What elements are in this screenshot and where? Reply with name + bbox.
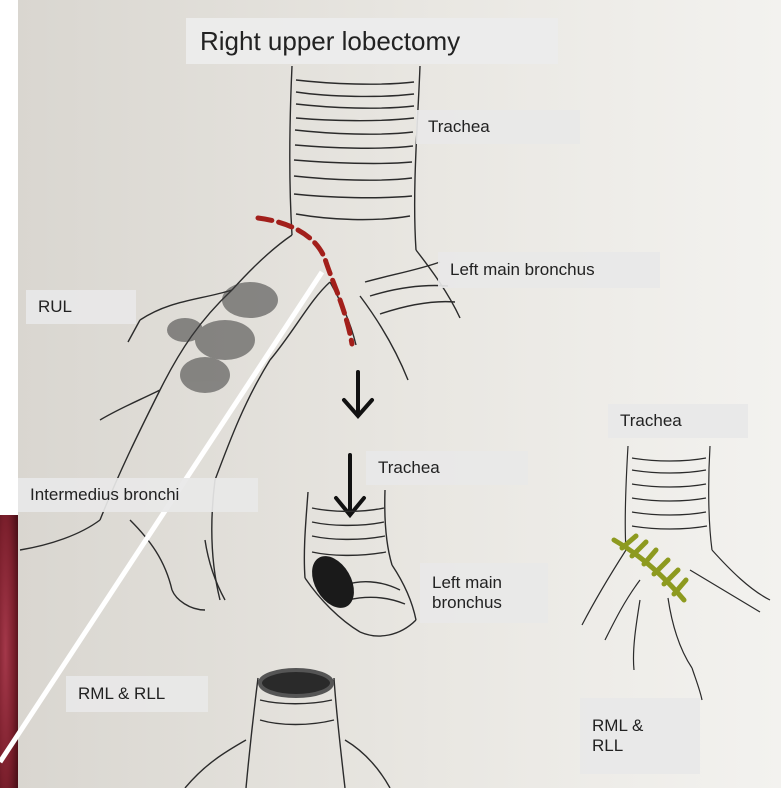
label-trachea-top: Trachea [416,110,580,144]
label-left-main-bronchus-top: Left main bronchus [438,252,660,288]
label-left-main-bronchus-mid: Left main bronchus [420,563,548,623]
label-rml-rll-left: RML & RLL [66,676,208,712]
left-margin [0,0,18,520]
label-rul: RUL [26,290,136,324]
label-rml-rll-right: RML & RLL [580,698,700,774]
rml-rll-stump [260,670,332,696]
label-trachea-mid: Trachea [366,451,528,485]
label-trachea-right: Trachea [608,404,748,438]
diagram-title: Right upper lobectomy [186,18,558,64]
paper-background [14,0,781,788]
label-intermedius-bronchi: Intermedius bronchi [18,478,258,512]
